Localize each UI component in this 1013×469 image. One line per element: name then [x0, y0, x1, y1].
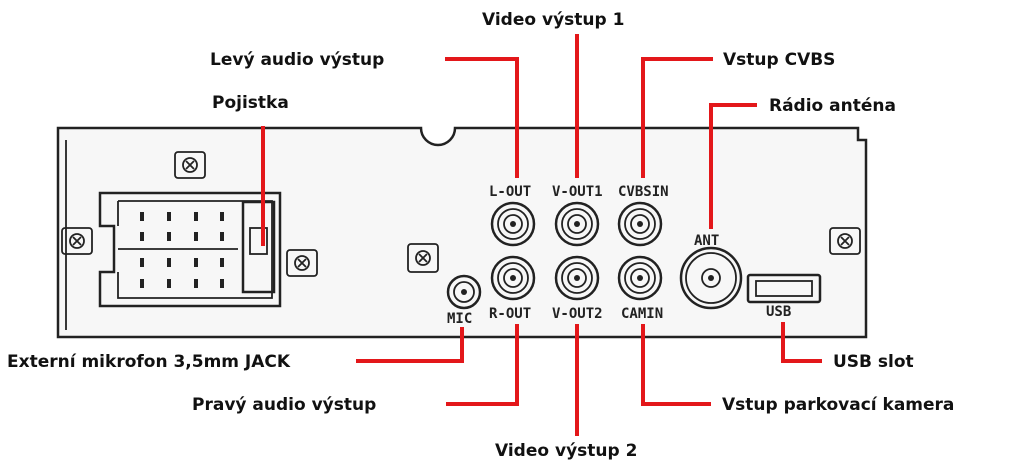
label-fuse: Pojistka [212, 93, 289, 113]
iso-connector [98, 191, 282, 308]
label-ext-mic: Externí mikrofon 3,5mm JACK [7, 352, 291, 372]
caption-ant: ANT [694, 233, 719, 249]
caption-cvbs-in: CVBSIN [618, 184, 669, 200]
rear-panel [56, 126, 868, 339]
leader-left-audio [445, 57, 519, 178]
label-video-out-1: Video výstup 1 [482, 10, 624, 30]
leader-antenna [709, 103, 757, 229]
connector-pins [140, 212, 224, 288]
rca-jack-v-out2 [554, 255, 600, 301]
label-usb-slot: USB slot [833, 352, 914, 372]
usb-port [746, 273, 822, 304]
caption-l-out: L-OUT [489, 184, 531, 200]
leader-right-audio [446, 324, 519, 406]
rca-jack-cvbs-in [617, 201, 663, 247]
label-right-audio-out: Pravý audio výstup [192, 395, 376, 415]
screw-right-edge [829, 227, 861, 255]
screw-top-left [174, 151, 206, 179]
fuse-slot [249, 227, 268, 255]
panel-outline [56, 126, 868, 339]
caption-v-out1: V-OUT1 [552, 184, 603, 200]
leader-lines [261, 34, 822, 436]
fuse-holder [241, 200, 276, 294]
rca-jack-r-out [490, 255, 536, 301]
caption-usb: USB [766, 304, 791, 320]
caption-r-out: R-OUT [489, 306, 531, 322]
label-cvbs-in: Vstup CVBS [723, 50, 835, 70]
label-left-audio-out: Levý audio výstup [210, 50, 384, 70]
caption-mic: MIC [447, 311, 472, 327]
rca-jack-v-out1 [554, 201, 600, 247]
label-radio-antenna: Rádio anténa [769, 96, 896, 116]
label-video-out-2: Video výstup 2 [495, 441, 637, 461]
leader-usb [781, 322, 822, 363]
caption-cam-in: CAMIN [621, 306, 663, 322]
screw-center [407, 243, 439, 273]
rca-jack-cam-in [617, 255, 663, 301]
caption-v-out2: V-OUT2 [552, 306, 603, 322]
mic-jack [446, 274, 482, 310]
rca-jack-l-out [490, 201, 536, 247]
leader-parking-camera [641, 324, 711, 406]
leader-mic [356, 327, 464, 363]
antenna-socket [679, 246, 743, 310]
label-parking-camera-in: Vstup parkovací kamera [722, 395, 954, 415]
leader-cvbs [641, 57, 713, 178]
screw-left-edge [61, 227, 93, 255]
screw-connector-right [286, 249, 318, 277]
